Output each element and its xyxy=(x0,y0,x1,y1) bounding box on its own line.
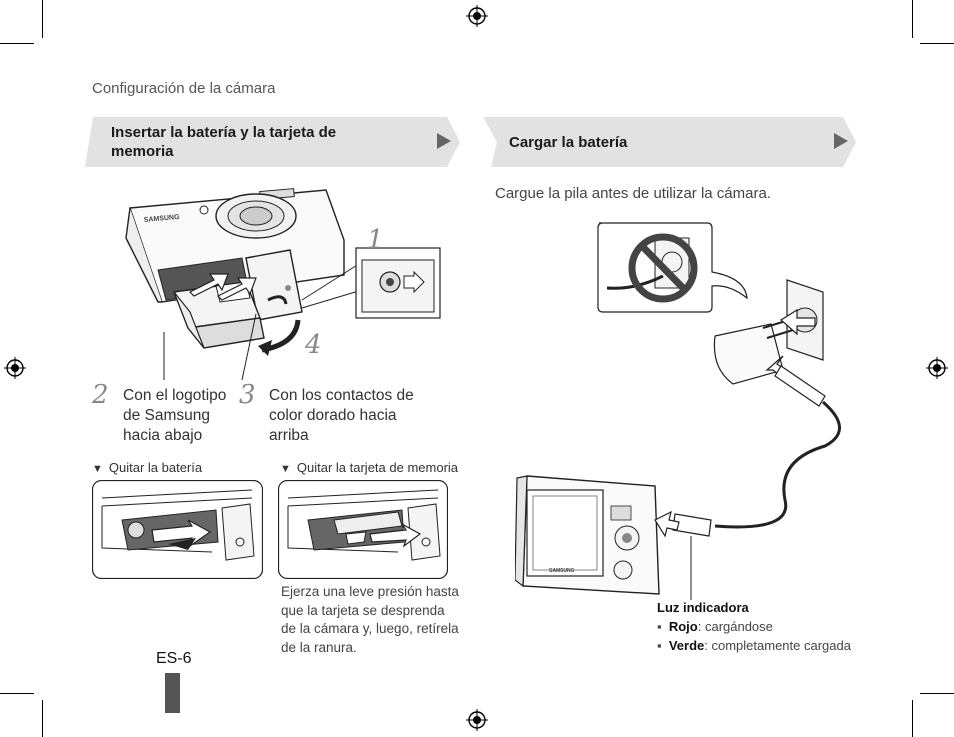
banner-title: Insertar la batería y la tarjeta de memo… xyxy=(111,123,336,161)
crop-mark xyxy=(912,0,913,38)
bullet-icon: ▪ xyxy=(657,619,662,634)
camera-brand-label: SAMSUNG xyxy=(549,568,575,574)
step-2-text: Con el logotipo de Samsung hacia abajo xyxy=(123,386,226,446)
crop-mark xyxy=(920,43,954,44)
indicator-title: Luz indicadora xyxy=(657,600,749,615)
indicator-key: Verde xyxy=(668,638,705,653)
triangle-down-icon: ▼ xyxy=(280,463,291,475)
registration-mark-icon xyxy=(466,5,488,27)
remove-card-label: Quitar la tarjeta de memoria xyxy=(296,460,459,475)
crop-mark xyxy=(912,700,913,737)
indicator-item-red: ▪ Rojo: cargándose xyxy=(657,619,773,634)
crop-mark xyxy=(0,693,34,694)
bullet-icon: ▪ xyxy=(657,638,662,653)
remove-battery-illustration xyxy=(92,480,263,579)
charging-illustration: SAMSUNG xyxy=(515,222,841,600)
crop-mark xyxy=(920,693,954,694)
step-number: 2 xyxy=(92,380,109,410)
step-text-line: Con el logotipo xyxy=(123,387,227,404)
step-text-line: color dorado hacia xyxy=(269,407,397,424)
crop-mark xyxy=(0,43,34,44)
crop-mark xyxy=(42,700,43,737)
step-number: 1 xyxy=(367,225,384,255)
camera-brand-label: SAMSUNG xyxy=(144,214,181,224)
triangle-down-icon: ▼ xyxy=(92,463,103,475)
step-number: 4 xyxy=(305,330,322,360)
crop-mark xyxy=(42,0,43,38)
step-text-line: arriba xyxy=(269,427,309,444)
indicator-item-green: ▪ Verde: completamente cargada xyxy=(657,638,851,653)
step-number: 3 xyxy=(239,380,256,410)
battery-insertion-illustration: SAMSUNG xyxy=(125,188,441,380)
remove-card-note: Ejerza una leve presión hasta que la tar… xyxy=(281,583,459,657)
registration-mark-icon xyxy=(4,357,26,379)
indicator-value: : completamente cargada xyxy=(704,638,851,653)
section-title: Configuración de la cámara xyxy=(92,80,276,97)
indicator-value: : cargándose xyxy=(697,619,773,634)
note-line: de la cámara y, luego, retírela xyxy=(281,621,459,636)
note-line: Ejerza una leve presión hasta xyxy=(281,584,459,599)
registration-mark-icon xyxy=(466,709,488,731)
step-text-line: de Samsung xyxy=(123,407,211,424)
section-banner-charge: Cargar la batería xyxy=(483,117,856,167)
registration-mark-icon xyxy=(926,357,948,379)
indicator-key: Rojo xyxy=(668,619,698,634)
note-line: de la ranura. xyxy=(281,639,357,655)
note-line: que la tarjeta se desprenda xyxy=(281,602,445,618)
banner-title-line: Insertar la batería y la tarjeta de xyxy=(111,124,337,141)
step-text-line: Con los contactos de xyxy=(269,387,414,404)
page-tab-marker xyxy=(165,673,180,713)
step-text-line: hacia abajo xyxy=(123,427,203,444)
charge-intro-text: Cargue la pila antes de utilizar la cáma… xyxy=(495,185,771,202)
banner-title-line: memoria xyxy=(111,143,174,160)
remove-battery-heading: ▼ Quitar la batería xyxy=(92,460,202,475)
section-banner-insert: Insertar la batería y la tarjeta de memo… xyxy=(85,117,460,167)
step-3-text: Con los contactos de color dorado hacia … xyxy=(269,386,414,446)
page-number: ES-6 xyxy=(156,650,192,667)
banner-title: Cargar la batería xyxy=(509,134,628,151)
remove-card-illustration xyxy=(278,480,448,579)
remove-battery-label: Quitar la batería xyxy=(108,460,203,475)
remove-card-heading: ▼ Quitar la tarjeta de memoria xyxy=(280,460,458,475)
